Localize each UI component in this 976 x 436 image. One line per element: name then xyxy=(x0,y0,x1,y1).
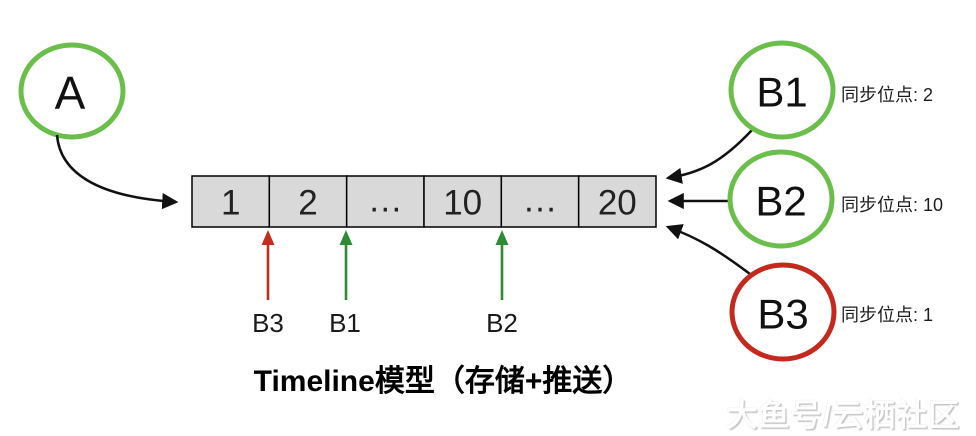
timeline-cell-value: 10 xyxy=(443,184,482,223)
pointer-label: B3 xyxy=(252,308,284,338)
pointer-label: B1 xyxy=(329,308,361,338)
writer-label: A xyxy=(55,67,86,119)
pointer-arrowhead-icon xyxy=(339,230,353,245)
timeline-row: 1 2 … 10 … 20 xyxy=(191,175,657,228)
timeline-cell-box xyxy=(577,175,657,228)
writer-node-a: A xyxy=(18,42,126,140)
timeline-cell-value: … xyxy=(368,181,403,220)
reader-label: B1 xyxy=(756,69,807,116)
writer-to-timeline-arrow xyxy=(55,134,179,210)
sync-position-label: 同步位点: 10 xyxy=(841,195,943,215)
pointer-arrowhead-icon xyxy=(261,230,275,245)
reader-label: B2 xyxy=(755,178,806,225)
timeline-cell-value: … xyxy=(523,181,558,220)
timeline-cell: … xyxy=(500,175,580,228)
timeline-cell-box xyxy=(423,175,503,228)
reader-ring xyxy=(727,149,835,249)
sync-position-label: 同步位点: 1 xyxy=(841,305,933,325)
timeline-cell: 10 xyxy=(423,175,503,228)
timeline-cell: … xyxy=(345,175,425,228)
writer-ring xyxy=(18,42,126,140)
reader-node-b1: B1 同步位点: 2 xyxy=(728,40,933,140)
timeline-cell-box xyxy=(345,175,425,228)
reader-node-b2: B2 同步位点: 10 xyxy=(727,149,943,249)
timeline-cell-value: 20 xyxy=(598,184,637,223)
sync-position-label: 同步位点: 2 xyxy=(841,85,933,105)
timeline-cell-value: 1 xyxy=(221,184,240,223)
sync-pointer-b2: B2 xyxy=(486,230,518,338)
timeline-cell-box xyxy=(191,175,271,228)
reader-node-b3: B3 同步位点: 1 xyxy=(729,262,933,362)
reader-b1-arrow xyxy=(665,129,753,184)
reader-ring xyxy=(728,40,836,140)
pointer-label: B2 xyxy=(486,308,518,338)
reader-b3-arrow xyxy=(665,224,751,276)
pointer-arrowhead-icon xyxy=(495,230,509,245)
reader-ring xyxy=(729,262,837,362)
timeline-cell: 20 xyxy=(577,175,657,228)
reader-label: B3 xyxy=(757,291,808,338)
sync-pointer-b1: B1 xyxy=(329,230,361,338)
sync-pointer-b3: B3 xyxy=(252,230,284,338)
timeline-cell-box xyxy=(500,175,580,228)
timeline-cell-value: 2 xyxy=(298,184,317,223)
timeline-cell: 2 xyxy=(268,175,348,228)
diagram-title: Timeline模型（存储+推送） xyxy=(254,364,633,398)
timeline-cell-box xyxy=(268,175,348,228)
watermark: 大鱼号/云栖社区 xyxy=(726,398,960,433)
timeline-cell: 1 xyxy=(191,175,271,228)
